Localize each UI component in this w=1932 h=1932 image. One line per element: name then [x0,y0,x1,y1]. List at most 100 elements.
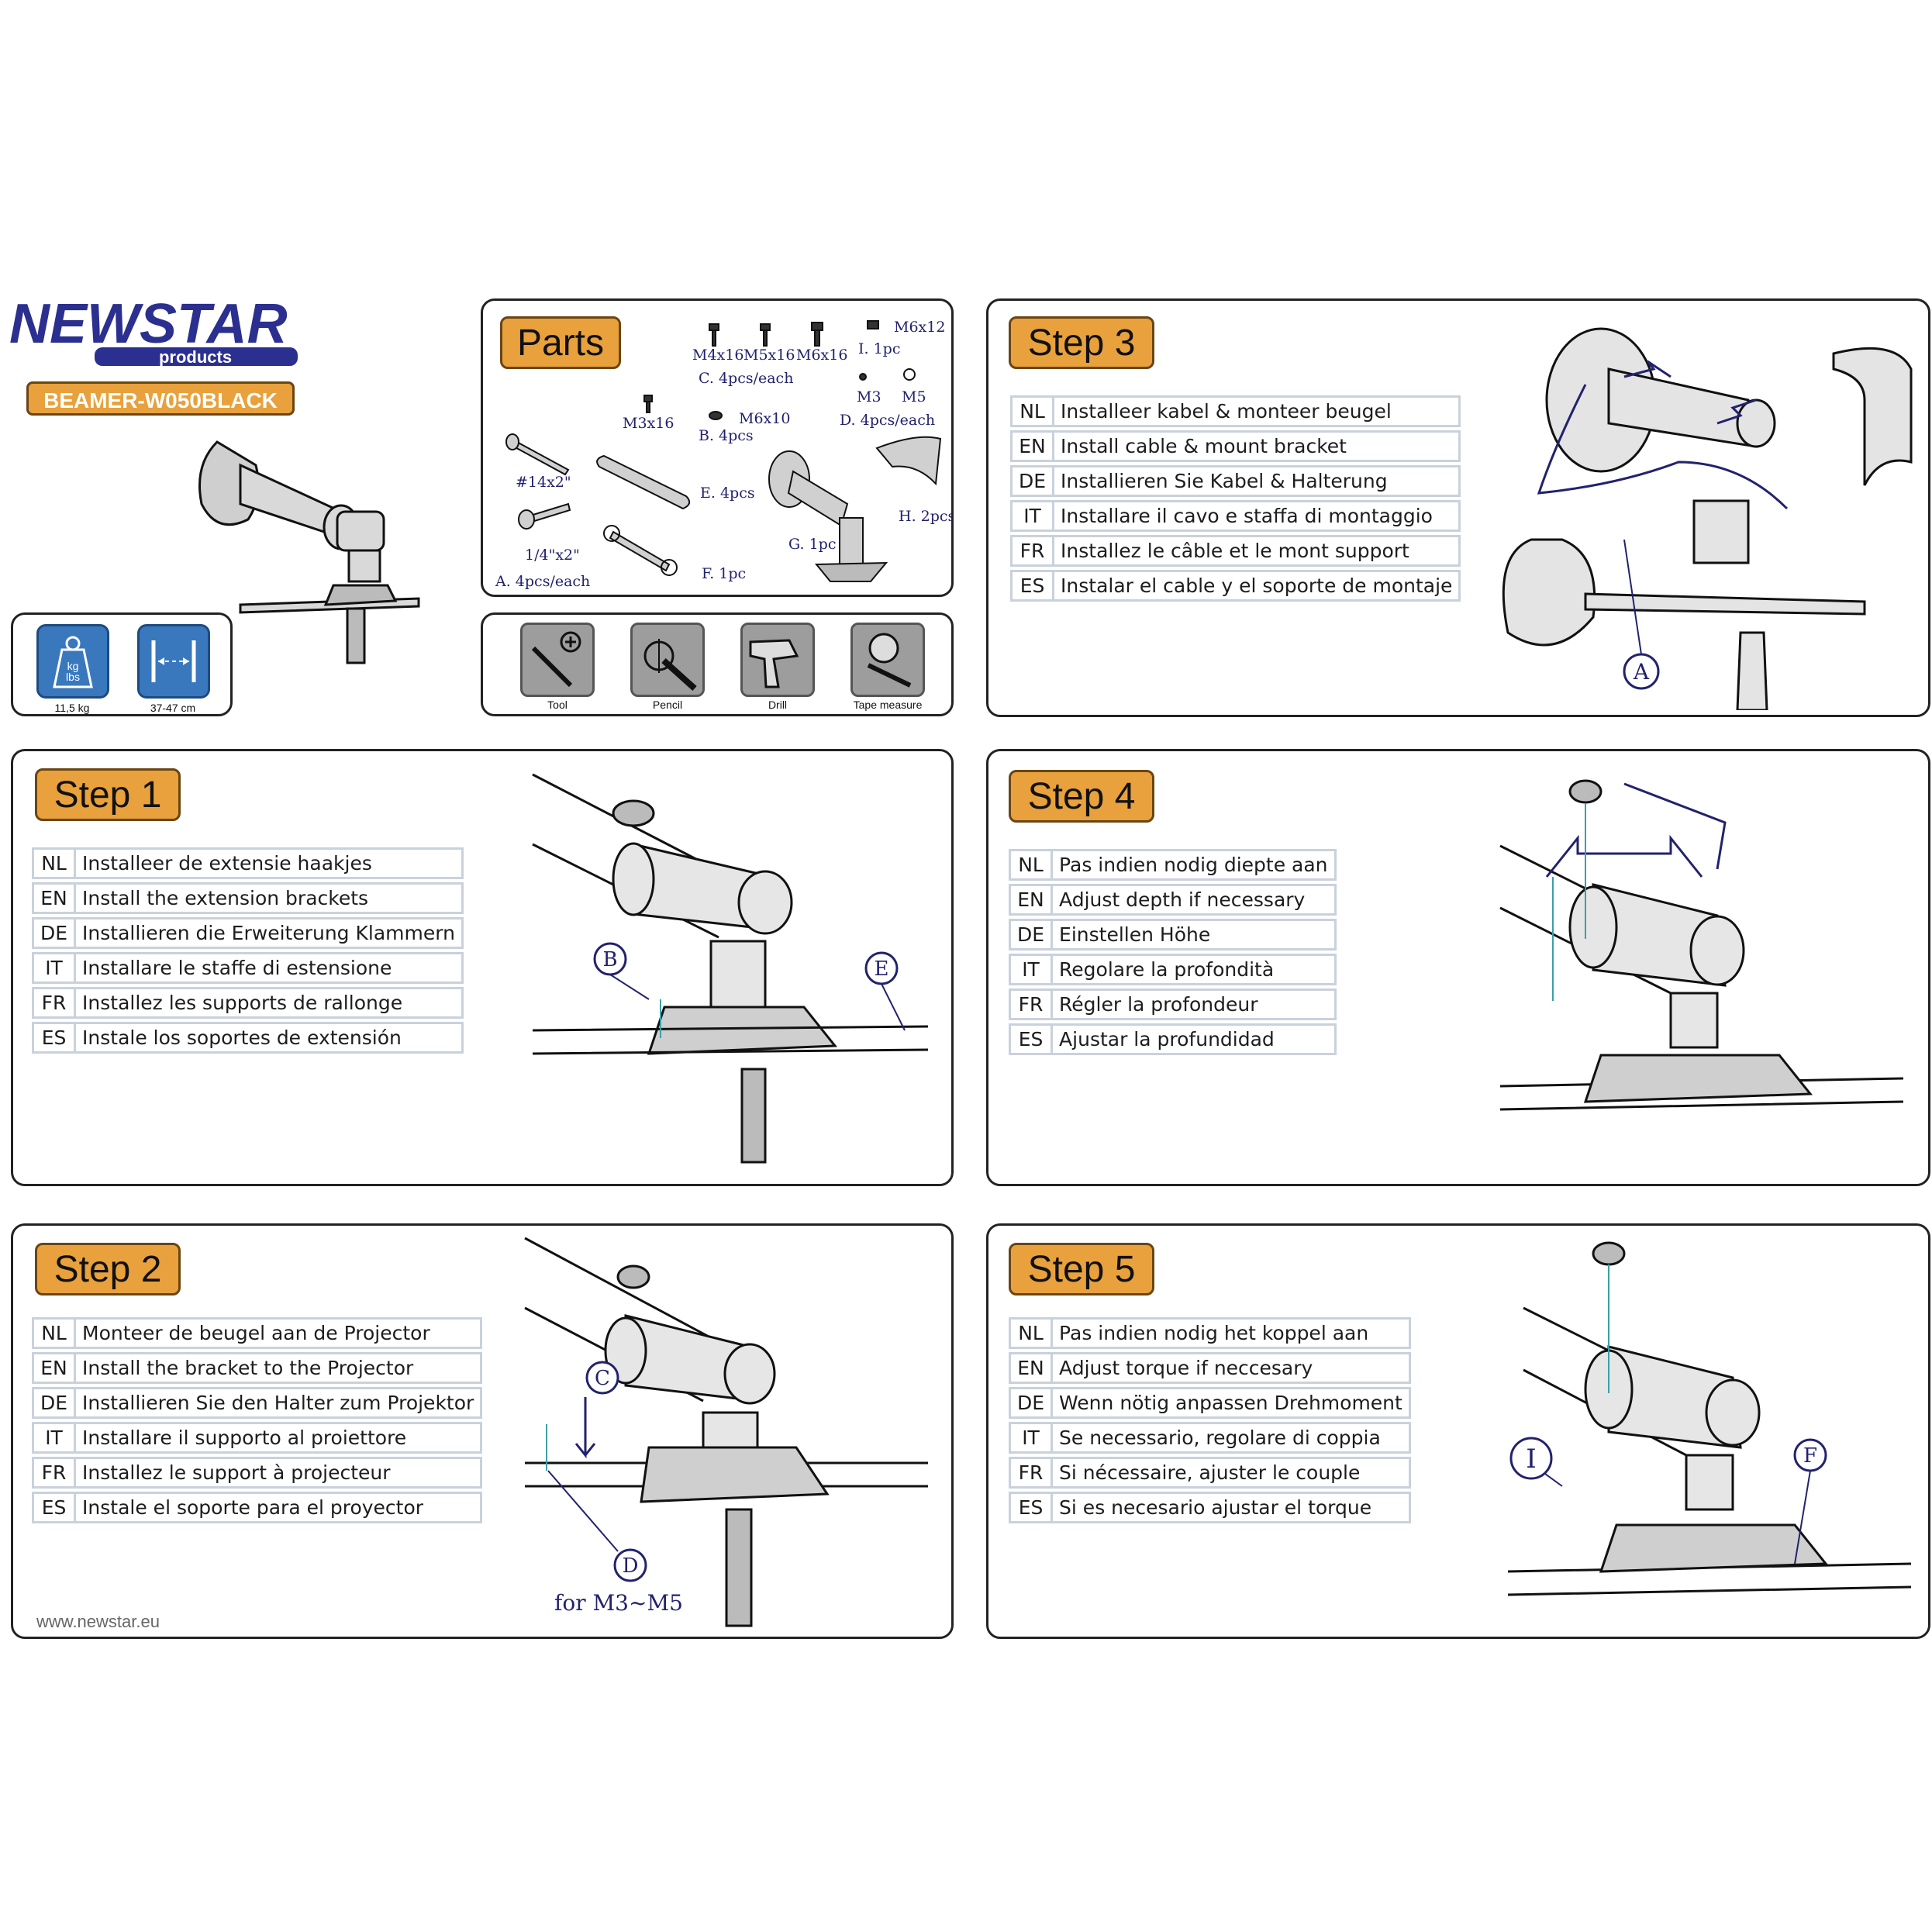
instruction-text: Installez le câble et le mont support [1052,535,1461,567]
parts-c: C. 4pcs/each [699,370,793,387]
language-code: IT [1010,500,1053,532]
step2-callout-c: C [595,1367,610,1390]
language-code: FR [1009,1457,1051,1489]
screwdriver-icon [520,623,595,697]
drill-icon [740,623,815,697]
step2-callout-d: D [623,1554,639,1578]
language-code: NL [1009,1317,1051,1349]
language-code: EN [32,1352,74,1384]
language-code: FR [32,1457,74,1489]
parts-illustration: M4x16 M5x16 M6x16 C. 4pcs/each M6x12 I. … [495,319,951,590]
range-caption: 37-47 cm [150,702,196,714]
language-code: EN [32,882,74,914]
instruction-text: Installeer de extensie haakjes [74,847,464,879]
parts-m6x10: M6x10 [739,410,790,427]
instruction-text: Install the extension brackets [74,882,464,914]
site-url: www.newstar.eu [36,1612,160,1631]
parts-b: B. 4pcs [699,427,754,444]
instruction-text: Installieren Sie Kabel & Halterung [1052,465,1461,497]
instruction-text: Installez le support à projecteur [74,1457,483,1489]
parts-d: D. 4pcs/each [840,412,935,429]
parts-panel: Parts M4x16 M [481,298,954,597]
step3-illustration: A [1502,327,1913,710]
parts-title: Parts [500,316,621,369]
instruction-text: Si nécessaire, ajuster le couple [1051,1457,1411,1489]
language-code: EN [1009,884,1051,916]
language-code: FR [1010,535,1053,567]
language-code: DE [1009,919,1051,950]
language-code: NL [32,1317,74,1349]
language-code: DE [32,917,74,949]
step5-title: Step 5 [1009,1243,1154,1295]
instruction-text: Installieren die Erweiterung Klammern [74,917,464,949]
specs-panel: kg lbs 11,5 kg 37-47 cm [11,612,233,716]
instruction-text: Instalar el cable y el soporte de montaj… [1052,570,1461,602]
language-code: EN [1010,430,1053,462]
parts-i-size: M6x12 [894,319,945,336]
step4-illustration [1499,779,1904,1111]
newstar-logo: NEWSTAR products [9,293,319,375]
parts-i: I. 1pc [858,340,900,357]
instruction-text: Pas indien nodig diepte aan [1051,849,1337,881]
step1-callout-b: B [602,948,617,971]
instruction-text: Regolare la profondità [1051,954,1337,985]
pencil-icon [630,623,705,697]
instruction-text: Einstellen Höhe [1051,919,1337,950]
instruction-text: Si es necesario ajustar el torque [1051,1492,1411,1523]
step1-illustration: B E [532,773,929,1164]
instruction-text: Installare le staffe di estensione [74,952,464,984]
language-code: NL [1009,849,1051,881]
language-code: ES [32,1022,74,1054]
language-code: ES [1009,1023,1051,1055]
parts-e: E. 4pcs [700,485,755,502]
language-code: DE [1010,465,1053,497]
language-code: DE [32,1387,74,1419]
instruction-text: Adjust depth if necessary [1051,884,1337,916]
language-code: FR [32,987,74,1019]
language-code: IT [32,952,74,984]
logo-wordmark: NEWSTAR [9,295,288,355]
parts-g: G. 1pc [788,536,836,553]
step3-callout-a-label: A [1633,659,1650,685]
parts-a: A. 4pcs/each [495,573,590,590]
step2-note: for M3~M5 [554,1590,683,1616]
instruction-text: Ajustar la profundidad [1051,1023,1337,1055]
step3-title: Step 3 [1009,316,1154,369]
instruction-text: Installieren Sie den Halter zum Projekto… [74,1387,483,1419]
step5-illustration: I F [1507,1241,1912,1596]
tool-caption-0: Tool [547,699,568,711]
instruction-text: Installare il cavo e staffa di montaggio [1052,500,1461,532]
instruction-text: Pas indien nodig het koppel aan [1051,1317,1411,1349]
svg-text:kg: kg [67,660,79,672]
instruction-text: Install the bracket to the Projector [74,1352,483,1384]
product-illustration [186,419,481,685]
step1-title: Step 1 [35,768,181,821]
logo-sub: products [159,347,232,367]
